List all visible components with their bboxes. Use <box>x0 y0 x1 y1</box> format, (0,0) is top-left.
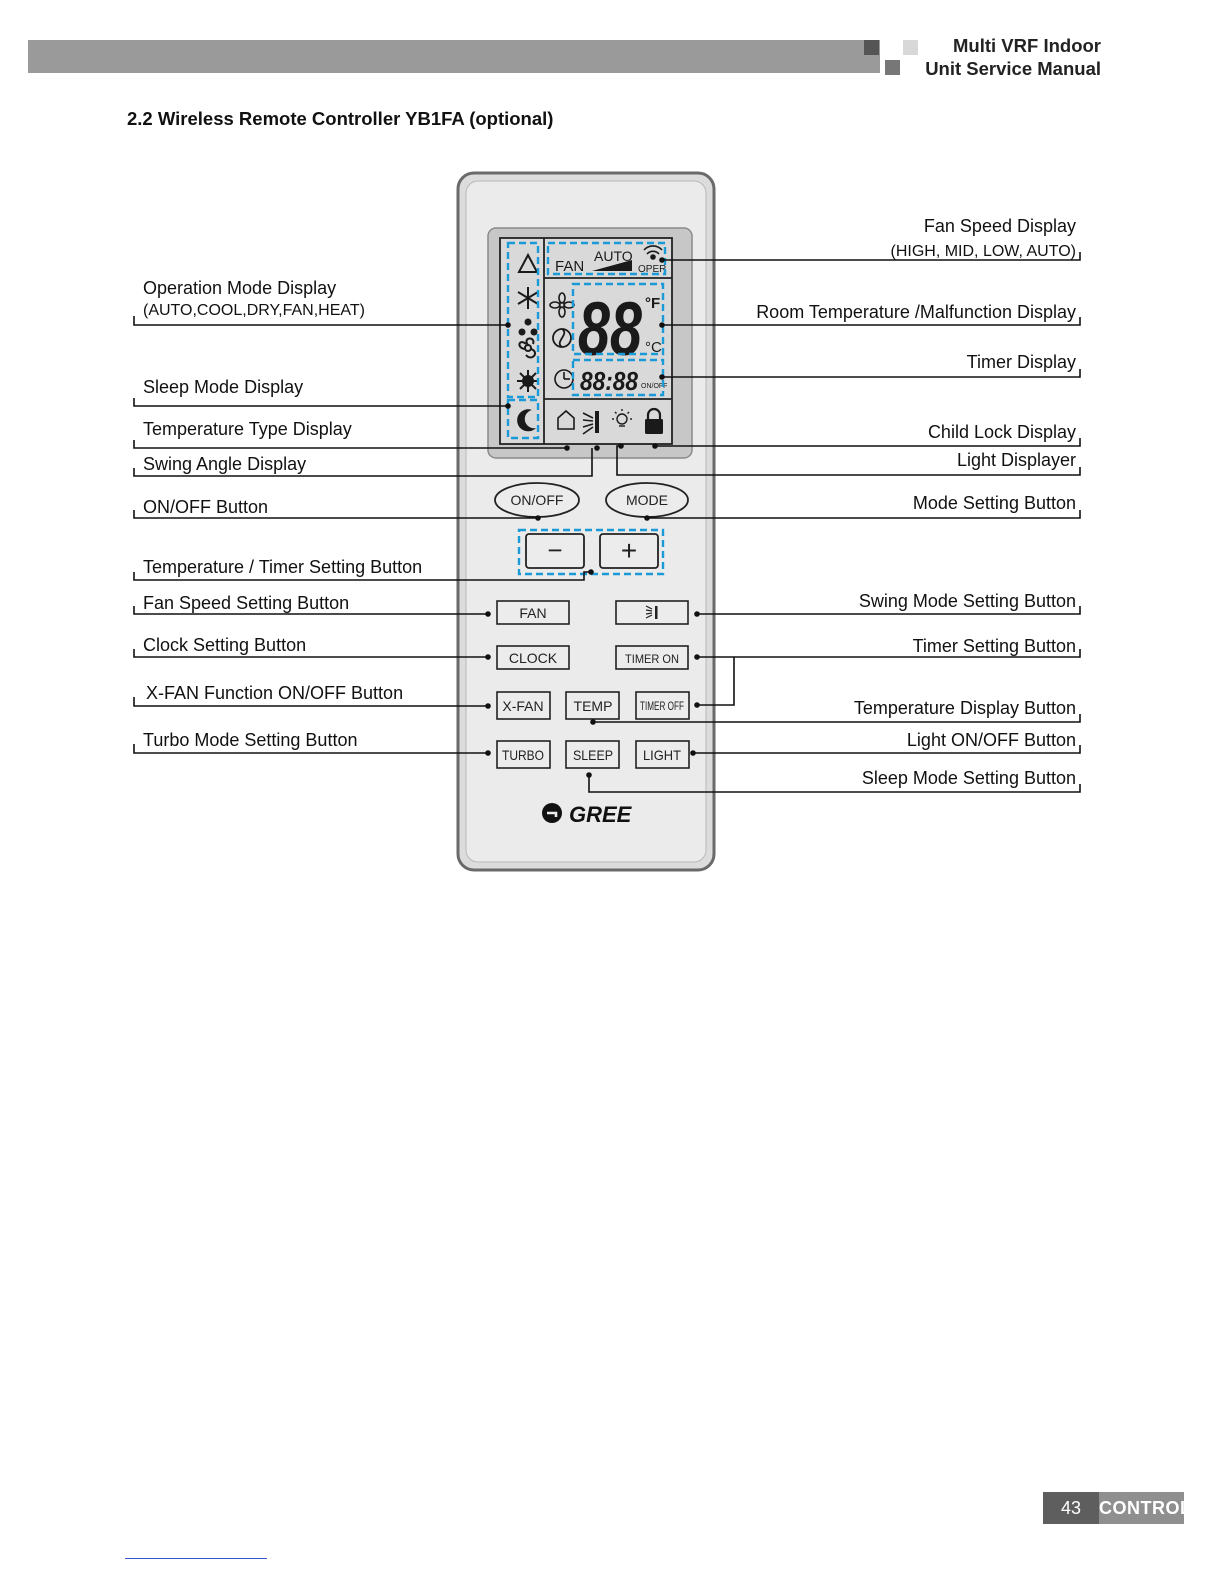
plus-label: + <box>621 535 637 566</box>
label-sleep-button: Sleep Mode Setting Button <box>862 768 1076 788</box>
label-swing-angle: Swing Angle Display <box>143 454 306 474</box>
lcd-auto-label: AUTO <box>594 248 633 264</box>
child-lock-icon <box>645 407 663 434</box>
header-square-dark <box>864 40 879 55</box>
lcd-unit-c: °C <box>645 339 662 356</box>
light-button-label: LIGHT <box>643 747 681 763</box>
label-light-button: Light ON/OFF Button <box>907 730 1076 750</box>
temp-button-label: TEMP <box>574 698 613 714</box>
header-square-light <box>903 40 918 55</box>
fan-button[interactable]: FAN <box>496 600 570 625</box>
label-xfan-button: X-FAN Function ON/OFF Button <box>146 683 403 703</box>
turbo-button-label: TURBO <box>502 747 544 763</box>
xfan-button[interactable]: X-FAN <box>496 691 551 720</box>
page-number: 43 <box>1043 1492 1099 1524</box>
lcd-mode-icons <box>517 252 539 432</box>
label-timer-display: Timer Display <box>967 352 1076 372</box>
manual-title: Multi VRF Indoor Unit Service Manual <box>925 34 1101 80</box>
fan-mode-icon <box>518 337 536 359</box>
label-temp-timer-button: Temperature / Timer Setting Button <box>143 557 422 577</box>
label-mode-button: Mode Setting Button <box>913 493 1076 513</box>
light-bulb-icon <box>612 409 632 427</box>
timer-on-button[interactable]: TIMER ON <box>615 645 689 670</box>
onoff-button[interactable]: ON/OFF <box>494 482 580 518</box>
temp-type-icon <box>557 409 575 430</box>
manual-title-line1: Multi VRF Indoor <box>953 35 1101 56</box>
label-light-display: Light Displayer <box>957 450 1076 470</box>
label-sleep-mode: Sleep Mode Display <box>143 377 303 397</box>
mode-button-label: MODE <box>626 492 668 508</box>
label-onoff-button: ON/OFF Button <box>143 497 268 517</box>
sleep-mode-icon <box>517 409 536 432</box>
lcd-fan-label: FAN <box>555 258 584 275</box>
leader-dots <box>485 257 700 778</box>
lcd-fan-icon <box>549 292 575 318</box>
remote-buttons: ON/OFF MODE − + FAN <box>494 482 690 769</box>
dry-mode-icon <box>518 318 538 336</box>
lcd-swirl-icon <box>552 328 572 348</box>
swing-icon <box>645 605 658 619</box>
label-operation-mode: Operation Mode Display <box>143 278 336 298</box>
lcd-timer-digits: 88:88 <box>580 366 638 396</box>
label-room-temp-display: Room Temperature /Malfunction Display <box>756 302 1076 322</box>
lcd-temp-digits: 88 <box>578 287 643 372</box>
header-bar <box>28 40 880 73</box>
section-tag: CONTROL <box>1099 1492 1191 1524</box>
temp-button[interactable]: TEMP <box>565 691 620 720</box>
leader-lines-right <box>588 252 1081 793</box>
temp-minus-button[interactable]: − <box>525 533 585 569</box>
mode-button[interactable]: MODE <box>605 482 689 518</box>
labels-right: Fan Speed Display (HIGH, MID, LOW, AUTO)… <box>756 216 1076 788</box>
leader-lines-left <box>133 316 593 754</box>
lcd-unit-f: °F <box>645 295 660 312</box>
cool-mode-icon <box>517 287 539 309</box>
onoff-button-label: ON/OFF <box>511 492 564 508</box>
fan-speed-bars-icon <box>592 260 632 271</box>
label-swing-button: Swing Mode Setting Button <box>859 591 1076 611</box>
auto-mode-icon <box>517 252 539 273</box>
label-fan-speed-button: Fan Speed Setting Button <box>143 593 349 613</box>
label-timer-button: Timer Setting Button <box>913 636 1076 656</box>
lcd-onoff-small: ON/OFF <box>641 383 667 390</box>
gree-logo: GREE <box>542 802 633 827</box>
timer-off-button-label: TIMER OFF <box>640 699 684 713</box>
dashed-highlights <box>506 241 667 576</box>
lcd-oper-label: OPER <box>638 264 666 275</box>
timer-off-button[interactable]: TIMER OFF <box>635 691 690 720</box>
swing-button[interactable] <box>615 600 689 625</box>
label-fan-speed-display-sub: (HIGH, MID, LOW, AUTO) <box>891 243 1077 260</box>
minus-label: − <box>547 535 562 565</box>
label-temp-display-button: Temperature Display Button <box>854 698 1076 718</box>
sleep-button-label: SLEEP <box>573 747 613 763</box>
swing-angle-icon <box>582 411 599 435</box>
fan-button-label: FAN <box>519 605 546 621</box>
label-child-lock: Child Lock Display <box>928 422 1076 442</box>
label-temp-type: Temperature Type Display <box>143 419 352 439</box>
label-operation-mode-sub: (AUTO,COOL,DRY,FAN,HEAT) <box>143 302 365 319</box>
timer-on-button-label: TIMER ON <box>625 652 679 666</box>
temp-plus-button[interactable]: + <box>599 533 659 569</box>
footer-rule <box>125 1558 267 1559</box>
clock-button[interactable]: CLOCK <box>496 645 570 670</box>
label-fan-speed-display: Fan Speed Display <box>924 216 1076 236</box>
labels-left: Operation Mode Display (AUTO,COOL,DRY,FA… <box>143 278 422 750</box>
brand-text: GREE <box>569 802 633 827</box>
heat-mode-icon <box>517 370 539 392</box>
light-button[interactable]: LIGHT <box>635 740 690 769</box>
sleep-button[interactable]: SLEEP <box>565 740 620 769</box>
signal-icon <box>643 245 663 260</box>
header-square-mid <box>885 60 900 75</box>
remote-diagram: FAN AUTO OPER 88 °F °C 88:88 ON/OFF <box>133 171 1081 872</box>
turbo-button[interactable]: TURBO <box>496 740 551 769</box>
manual-title-line2: Unit Service Manual <box>925 58 1101 79</box>
clock-button-label: CLOCK <box>509 650 558 666</box>
section-title: 2.2 Wireless Remote Controller YB1FA (op… <box>127 108 554 129</box>
xfan-button-label: X-FAN <box>502 698 543 714</box>
label-turbo-button: Turbo Mode Setting Button <box>143 730 357 750</box>
label-clock-button: Clock Setting Button <box>143 635 306 655</box>
